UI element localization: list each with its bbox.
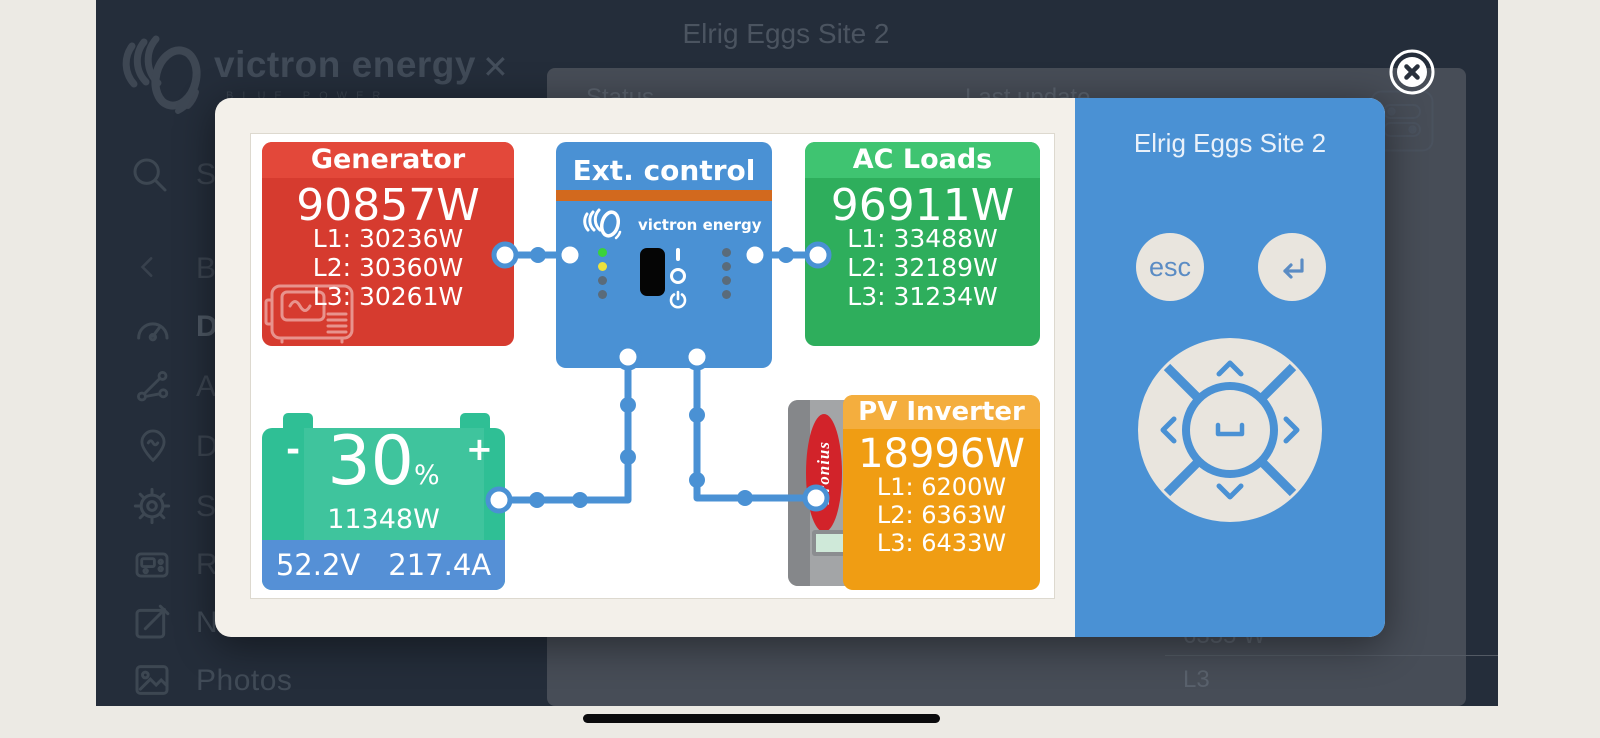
battery-plus: +: [466, 430, 493, 468]
led-off: [598, 276, 607, 285]
battery-dc-strip: 52.2V 217.4A: [262, 540, 505, 590]
dpad-down-icon[interactable]: [1216, 483, 1244, 500]
location-pin-icon: [140, 429, 166, 463]
page-title: Elrig Eggs Site 2: [682, 18, 890, 49]
battery-terminal-pos: [460, 413, 490, 431]
battery-soc: 30%: [262, 422, 505, 501]
led-off: [722, 290, 731, 299]
chevron-left-icon: [140, 257, 153, 277]
ac-loads-title: AC Loads: [805, 142, 1040, 178]
sidebar-item-label: D: [196, 310, 219, 343]
pv-inverter-tile: PV Inverter 18996W L1: 6200W L2: 6363W L…: [843, 395, 1040, 590]
battery-terminal-neg: [283, 413, 313, 431]
fronius-logo: Fronius: [806, 414, 842, 532]
battery-power: 11348W: [327, 504, 440, 535]
led-off: [722, 248, 731, 257]
search-input[interactable]: S: [130, 154, 390, 198]
dpad[interactable]: [1138, 338, 1322, 522]
battery-soc-value: 30: [327, 422, 414, 501]
search-label: S: [196, 158, 217, 191]
brand-wordmark: victron energy: [214, 44, 476, 85]
device-display: [640, 248, 665, 296]
pv-inverter-l1: L1: 6200W: [876, 473, 1007, 501]
close-x-icon: [1404, 64, 1420, 80]
pv-inverter-title: PV Inverter: [843, 395, 1040, 429]
led-green: [598, 248, 607, 257]
gear-icon: [133, 487, 171, 525]
remote-console-icon: [135, 552, 169, 578]
power-icon: [669, 290, 687, 309]
generator-tile: Generator 90857W L1: 30236W L2: 30360W L…: [262, 142, 514, 346]
generator-l2: L2: 30360W: [312, 253, 464, 282]
orange-stripe: [556, 190, 772, 201]
table-cell-label: L3: [1183, 666, 1210, 693]
home-indicator[interactable]: [583, 714, 940, 723]
generator-total: 90857W: [296, 180, 480, 231]
battery-current: 217.4A: [388, 548, 492, 582]
pv-inverter-l2: L2: 6363W: [876, 501, 1007, 529]
pv-inverter-l3: L3: 6433W: [876, 529, 1007, 557]
led-off: [722, 262, 731, 271]
sidebar-item-photos[interactable]: Photos: [130, 660, 390, 704]
advanced-nodes-icon: [137, 371, 169, 402]
battery-soc-unit: %: [413, 460, 440, 491]
sidebar-item-settings[interactable]: S: [130, 486, 390, 530]
battery-voltage: 52.2V: [275, 548, 361, 582]
sidebar-item-label: S: [196, 490, 217, 523]
victron-torus-icon: [583, 208, 622, 240]
esc-button[interactable]: esc: [1136, 233, 1204, 301]
console-title: Elrig Eggs Site 2: [1133, 128, 1327, 158]
sidebar-item-label: A: [196, 370, 217, 403]
modal-close-button[interactable]: [1386, 46, 1438, 98]
ac-loads-tile: AC Loads 96911W L1: 33488W L2: 32189W L3…: [805, 142, 1040, 346]
dpad-up-icon[interactable]: [1216, 360, 1244, 377]
battery-minus: -: [286, 430, 301, 470]
sidebar-item-label: R: [196, 548, 219, 581]
generator-icon: [264, 284, 354, 344]
led-off: [598, 290, 607, 299]
battery-tile: - + 30% 11348W 52.2V 217.4A: [262, 413, 505, 590]
enter-arrow-icon: [1283, 258, 1304, 279]
victron-logo-icon: [122, 35, 201, 114]
ac-loads-total: 96911W: [830, 180, 1015, 231]
ext-control-brand: victron energy: [638, 216, 762, 234]
ext-control-title: Ext. control: [572, 154, 756, 187]
dpad-space-icon[interactable]: [1215, 422, 1245, 437]
generator-title: Generator: [262, 142, 514, 178]
power-on-mark: [676, 248, 680, 261]
led-yellow: [598, 262, 607, 271]
divider: [1165, 655, 1498, 656]
ac-loads-l2: L2: 32189W: [847, 253, 998, 282]
sidebar-item-back[interactable]: B: [130, 250, 390, 290]
dpad-left-icon[interactable]: [1160, 416, 1177, 444]
pv-inverter-total: 18996W: [858, 431, 1025, 477]
photo-icon: [135, 665, 169, 695]
sidebar-item-label: B: [196, 252, 217, 285]
generator-l3: L3: 30261W: [312, 282, 464, 311]
dashboard-gauge-icon: [137, 322, 169, 342]
dpad-graphic: [1160, 360, 1300, 500]
search-icon: [133, 158, 167, 192]
sidebar-item-device-list[interactable]: D: [130, 426, 390, 470]
ext-control-tile: Ext. control victron energy: [556, 142, 772, 368]
sidebar-item-dashboard[interactable]: D: [130, 306, 390, 350]
enter-button[interactable]: [1258, 233, 1326, 301]
sidebar-item-label: Photos: [196, 664, 293, 697]
ac-loads-l3: L3: 31234W: [847, 282, 998, 311]
menu-close-icon[interactable]: ✕: [482, 49, 509, 85]
dpad-right-icon[interactable]: [1283, 416, 1300, 444]
sidebar-item-remote-console[interactable]: R: [130, 544, 390, 588]
sidebar-item-label: D: [196, 430, 219, 463]
led-off: [722, 276, 731, 285]
fronius-logo-text: Fronius: [814, 441, 833, 505]
power-off-mark: [670, 268, 686, 284]
sidebar-item-advanced[interactable]: A: [130, 366, 390, 410]
ac-loads-l1: L1: 33488W: [847, 224, 998, 253]
notes-pencil-icon: [135, 604, 170, 639]
generator-l1: L1: 30236W: [312, 224, 464, 253]
